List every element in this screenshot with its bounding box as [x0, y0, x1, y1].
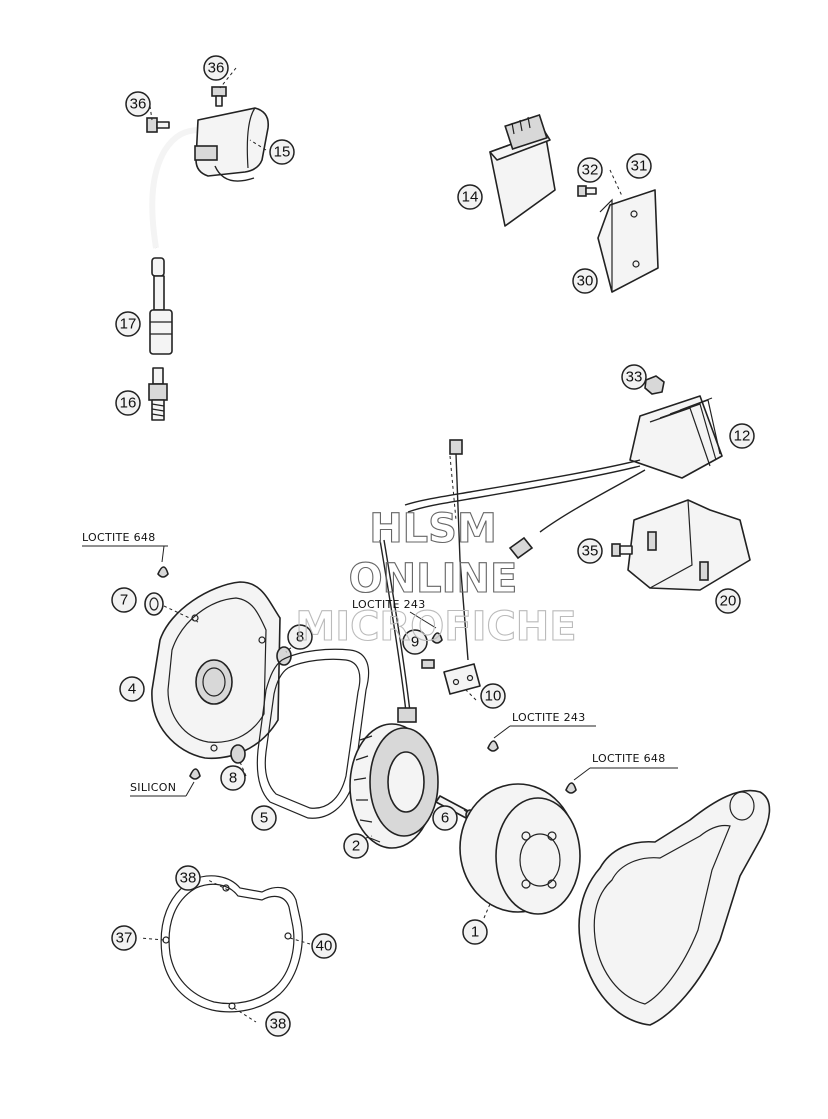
svg-text:38: 38	[270, 1016, 287, 1033]
svg-text:30: 30	[577, 273, 594, 290]
note-silicon: SILICON	[130, 781, 195, 797]
callout-6: 6	[432, 805, 458, 831]
crankcase-gasket	[160, 875, 303, 1013]
callout-40: 40	[311, 933, 337, 959]
ignition-cover	[151, 581, 281, 760]
callout-20: 20	[715, 588, 741, 614]
svg-text:12: 12	[734, 428, 751, 445]
note-loctite-243-right: LOCTITE 243	[493, 711, 596, 739]
svg-text:32: 32	[582, 162, 599, 179]
callout-32: 32	[577, 157, 603, 183]
callout-12: 12	[729, 423, 755, 449]
svg-text:38: 38	[180, 870, 197, 887]
crankcase-half	[578, 789, 771, 1026]
watermark-line-1: HLSM	[369, 506, 497, 552]
spark-plug	[148, 367, 168, 421]
loctite-drop-right	[487, 740, 499, 752]
svg-text:36: 36	[208, 60, 225, 77]
ignition-coil	[149, 107, 270, 249]
callout-7: 7	[111, 587, 137, 613]
svg-text:5: 5	[260, 810, 268, 827]
callout-36: 36	[203, 55, 229, 81]
note-loctite-243-center: LOCTITE 243	[352, 598, 437, 629]
note-text: LOCTITE 243	[512, 711, 586, 724]
cdi-unit	[489, 114, 556, 227]
seal-7	[144, 592, 164, 616]
callout-10: 10	[480, 683, 506, 709]
watermark-line-3: MICROFICHE	[295, 604, 576, 650]
svg-text:10: 10	[485, 688, 502, 705]
svg-text:2: 2	[352, 838, 360, 855]
loctite-drop-left	[157, 566, 169, 578]
callout-31: 31	[626, 153, 652, 179]
callout-9: 9	[402, 629, 428, 655]
callout-16: 16	[115, 390, 141, 416]
svg-text:35: 35	[582, 543, 599, 560]
callout-35: 35	[577, 538, 603, 564]
callout-30: 30	[572, 268, 598, 294]
svg-text:4: 4	[128, 681, 136, 698]
callout-17: 17	[115, 311, 141, 337]
regulator-bracket	[627, 499, 751, 591]
callout-8: 8	[220, 765, 246, 791]
callout-36: 36	[125, 91, 151, 117]
dowel-8-bottom	[230, 744, 246, 764]
svg-text:8: 8	[229, 770, 237, 787]
stator	[349, 723, 439, 849]
note-text: SILICON	[130, 781, 176, 794]
loctite-drop-flywheel	[565, 782, 577, 794]
svg-text:16: 16	[120, 395, 137, 412]
svg-text:7: 7	[120, 592, 128, 609]
callout-38: 38	[175, 865, 201, 891]
note-text: LOCTITE 243	[352, 598, 426, 611]
note-text: LOCTITE 648	[592, 752, 666, 765]
callout-2: 2	[343, 833, 369, 859]
svg-text:9: 9	[411, 634, 419, 651]
pickup-wiring	[379, 439, 481, 723]
svg-text:33: 33	[626, 369, 643, 386]
svg-text:1: 1	[471, 924, 479, 941]
svg-text:15: 15	[274, 144, 291, 161]
callout-33: 33	[621, 364, 647, 390]
nut-33	[644, 375, 665, 395]
svg-text:37: 37	[116, 930, 133, 947]
silicon-drop	[189, 768, 201, 780]
bolt-36-left	[146, 117, 170, 133]
callout-1: 1	[462, 919, 488, 945]
cover-gasket	[256, 648, 370, 819]
voltage-regulator	[404, 395, 723, 560]
screw-32	[577, 185, 597, 197]
svg-text:36: 36	[130, 96, 147, 113]
note-loctite-648-right: LOCTITE 648	[573, 752, 678, 781]
svg-text:17: 17	[120, 316, 137, 333]
svg-text:20: 20	[720, 593, 737, 610]
callout-4: 4	[119, 676, 145, 702]
callout-37: 37	[111, 925, 137, 951]
watermark-line-2: ONLINE	[349, 556, 518, 602]
svg-text:31: 31	[631, 158, 648, 175]
note-loctite-648-left: LOCTITE 648	[82, 531, 168, 563]
cdi-bracket	[597, 189, 659, 293]
watermark: HLSM ONLINE MICROFICHE	[295, 505, 577, 650]
loctite-drop-center	[431, 632, 443, 644]
svg-text:14: 14	[462, 189, 479, 206]
svg-text:8: 8	[296, 629, 304, 646]
bolt-35	[611, 543, 633, 557]
callout-5: 5	[251, 805, 277, 831]
flywheel	[459, 783, 581, 915]
bolt-36-top	[211, 86, 227, 107]
note-text: LOCTITE 648	[82, 531, 156, 544]
callout-38: 38	[265, 1011, 291, 1037]
spark-plug-connector	[149, 257, 173, 355]
svg-text:40: 40	[316, 938, 333, 955]
callout-14: 14	[457, 184, 483, 210]
svg-text:6: 6	[441, 810, 449, 827]
callout-15: 15	[269, 139, 295, 165]
callout-8: 8	[287, 624, 313, 650]
